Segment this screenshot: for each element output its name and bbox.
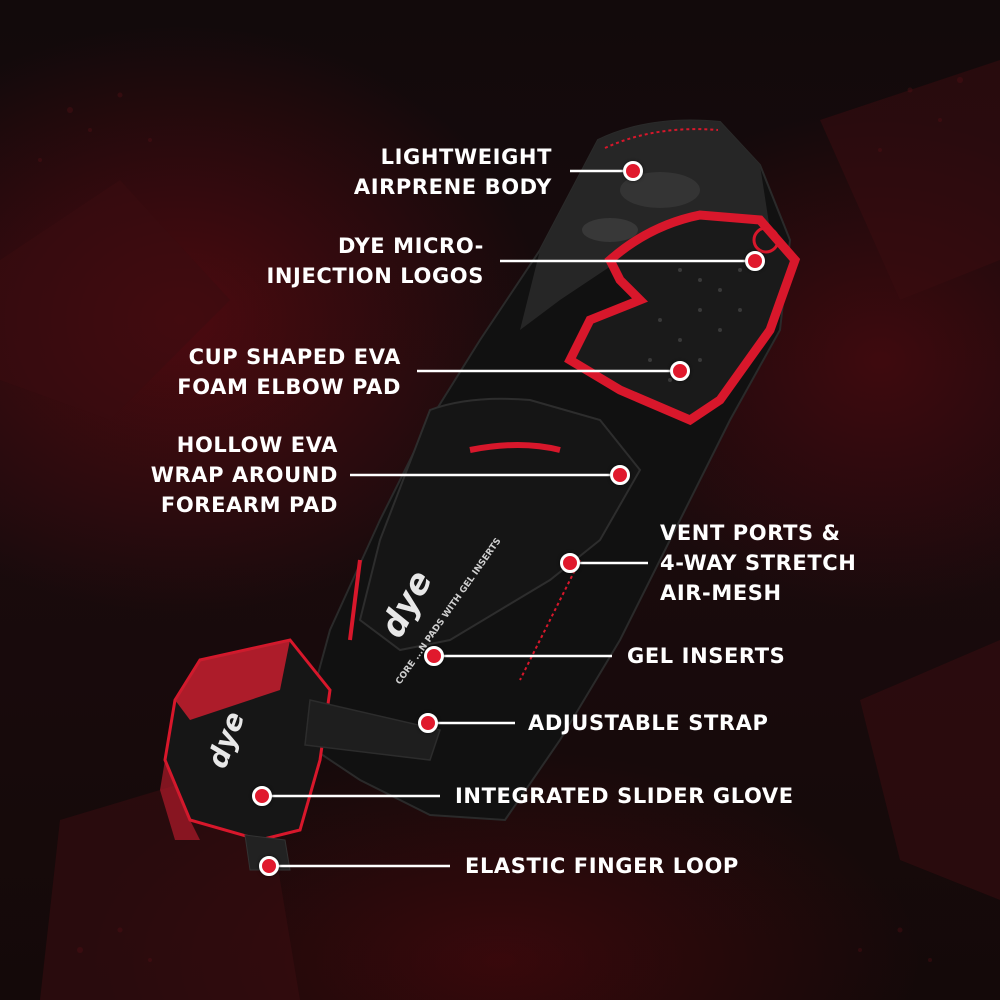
callout-dot-micro-injection-logos [745, 251, 765, 271]
callout-gel-inserts: GEL INSERTS [627, 641, 785, 671]
forearm-pad [358, 397, 642, 652]
adjustable-strap-band [304, 699, 441, 761]
callout-text-line: HOLLOW EVA [176, 433, 338, 457]
callout-text-line: CUP SHAPED EVA [188, 345, 401, 369]
callout-adjustable-strap: ADJUSTABLE STRAP [528, 708, 769, 738]
dye-logo-emblem [752, 226, 780, 254]
callout-text-line: FOREARM PAD [160, 493, 338, 517]
callout-text-line: ADJUSTABLE STRAP [528, 711, 769, 735]
callout-text-line: AIRPRENE BODY [353, 175, 552, 199]
callout-text-line: VENT PORTS & [660, 521, 841, 545]
callout-dot-slider-glove [252, 786, 272, 806]
callout-dot-finger-loop [259, 856, 279, 876]
callout-text-line: GEL INSERTS [627, 644, 786, 668]
callout-text-line: INJECTION LOGOS [266, 264, 484, 288]
callout-dot-adjustable-strap [418, 713, 438, 733]
callout-micro-injection-logos: DYE MICRO- INJECTION LOGOS [266, 231, 484, 291]
callout-text-line: 4-WAY STRETCH [660, 551, 857, 575]
callout-finger-loop: ELASTIC FINGER LOOP [465, 851, 739, 881]
airprene-top [520, 120, 770, 330]
callout-text-line: FOAM ELBOW PAD [177, 375, 401, 399]
callout-dot-elbow-pad [670, 361, 690, 381]
callout-dot-gel-inserts [424, 646, 444, 666]
callout-forearm-pad: HOLLOW EVA WRAP AROUND FOREARM PAD [151, 430, 338, 520]
callout-text-line: WRAP AROUND [150, 463, 338, 487]
callout-lightweight-body: LIGHTWEIGHT AIRPRENE BODY [354, 142, 552, 202]
callout-elbow-pad: CUP SHAPED EVA FOAM ELBOW PAD [177, 342, 401, 402]
callout-dot-vent-ports [560, 553, 580, 573]
callout-text-line: ELASTIC FINGER LOOP [465, 854, 739, 878]
callout-dot-forearm-pad [610, 465, 630, 485]
callout-text-line: AIR-MESH [660, 581, 782, 605]
callout-text-line: DYE MICRO- [337, 234, 484, 258]
elbow-cup-red-trim [564, 210, 801, 426]
callout-vent-ports: VENT PORTS & 4-WAY STRETCH AIR-MESH [660, 518, 856, 608]
callout-text-line: INTEGRATED SLIDER GLOVE [455, 784, 794, 808]
finger-loop-strap [244, 834, 291, 871]
callout-dot-lightweight-body [623, 161, 643, 181]
callout-text-line: LIGHTWEIGHT [380, 145, 552, 169]
callout-slider-glove: INTEGRATED SLIDER GLOVE [455, 781, 794, 811]
